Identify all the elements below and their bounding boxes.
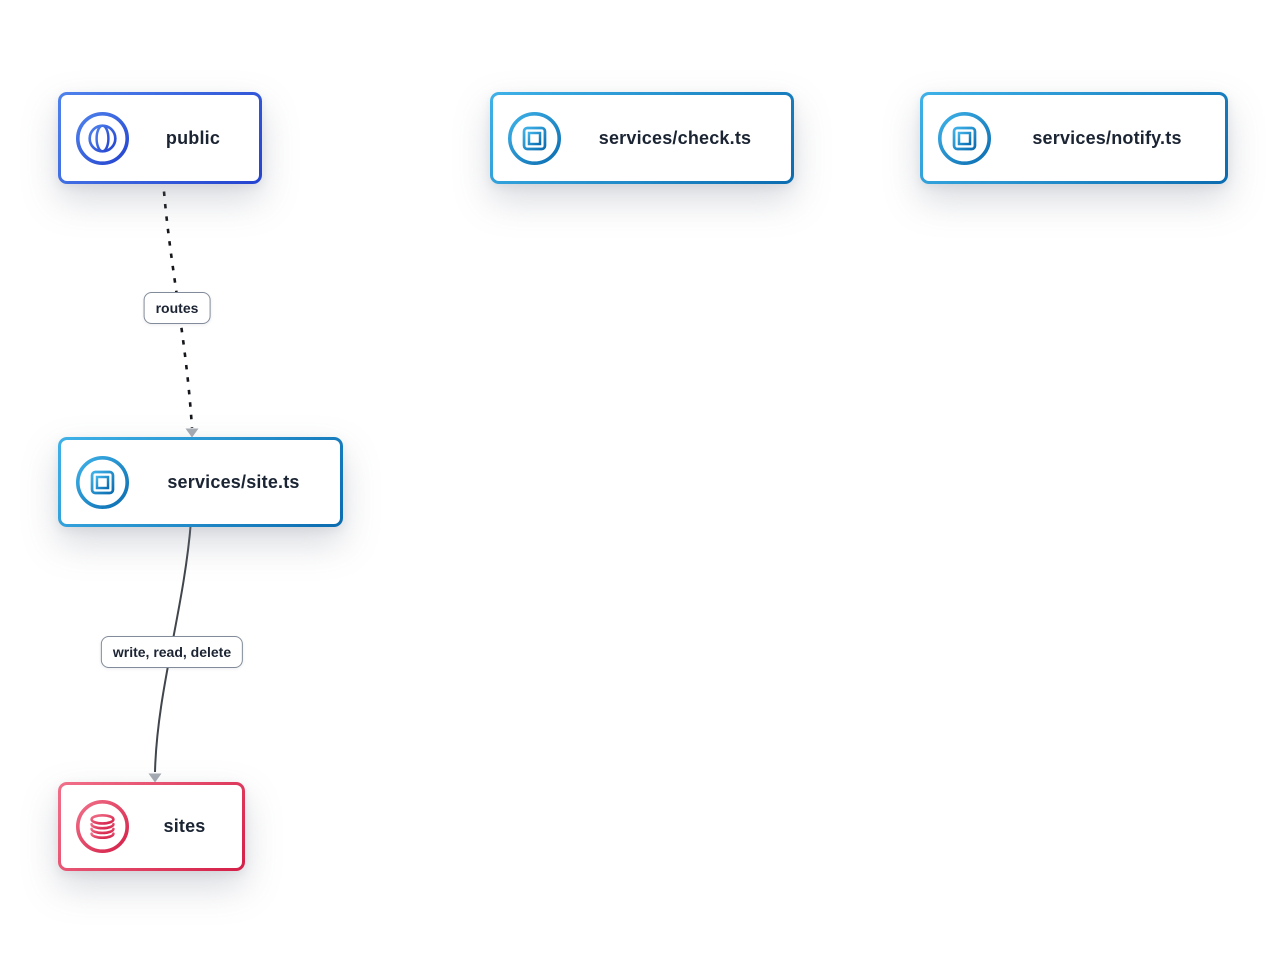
edge-label-write-read-delete: write, read, delete: [100, 636, 244, 668]
node-label: public: [165, 127, 221, 148]
node-services-site[interactable]: services/site.ts: [58, 437, 343, 527]
chip-icon: [506, 110, 563, 167]
node-services-check[interactable]: services/check.ts: [490, 92, 794, 184]
chip-icon: [74, 454, 131, 511]
database-icon: [74, 798, 131, 855]
edge-label-routes: routes: [143, 292, 211, 324]
node-label: services/check.ts: [598, 127, 752, 148]
globe-icon: [74, 110, 131, 167]
node-sites-database[interactable]: sites: [58, 782, 245, 871]
chip-icon: [936, 110, 993, 167]
node-services-notify[interactable]: services/notify.ts: [920, 92, 1228, 184]
node-label: services/site.ts: [167, 471, 300, 492]
node-public[interactable]: public: [58, 92, 262, 184]
node-label: services/notify.ts: [1032, 127, 1182, 148]
node-label: sites: [163, 816, 206, 836]
